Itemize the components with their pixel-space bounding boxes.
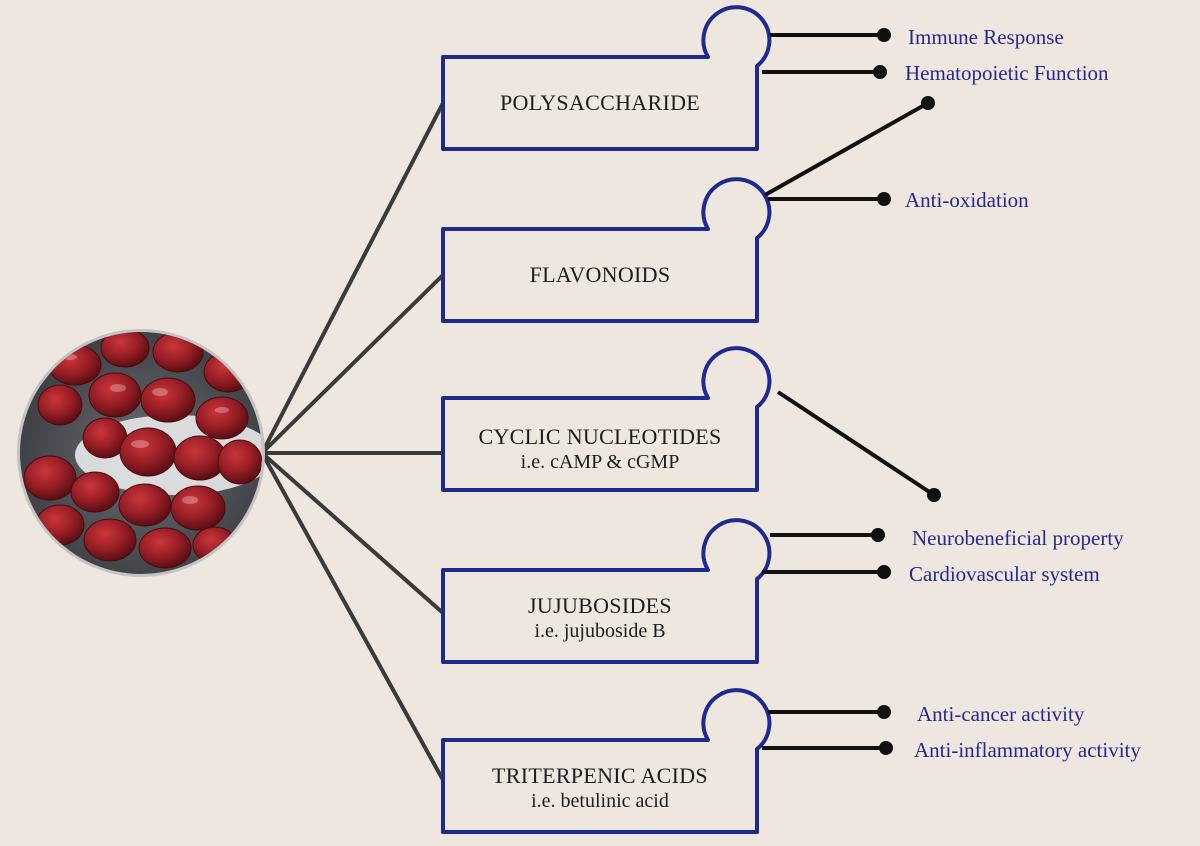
box-polysaccharide xyxy=(441,5,772,151)
box-title: CYCLIC NUCLEOTIDES xyxy=(478,424,722,449)
effect-line-flavonoids-2 xyxy=(764,101,929,197)
hub-connectors xyxy=(260,102,445,781)
effect-label-hematopoietic-function: Hematopoietic Function xyxy=(905,61,1109,85)
box-text-flavonoids: FLAVONOIDS xyxy=(445,262,755,288)
box-title: FLAVONOIDS xyxy=(529,262,671,287)
effect-label-neurobeneficial-property: Neurobeneficial property xyxy=(912,526,1124,550)
box-title: TRITERPENIC ACIDS xyxy=(492,763,708,788)
effect-dot-jujubosides-6 xyxy=(877,565,891,579)
effect-label-anti-cancer-activity: Anti-cancer activity xyxy=(917,702,1085,726)
effect-dot-cyclic-nucleotides-4 xyxy=(927,488,941,502)
effect-label-anti-inflammatory-activity: Anti-inflammatory activity xyxy=(914,738,1141,762)
effect-connectors xyxy=(762,28,941,755)
effect-label-anti-oxidation: Anti-oxidation xyxy=(905,188,1029,212)
box-subtitle: i.e. betulinic acid xyxy=(531,790,669,812)
jujube-photo xyxy=(17,329,265,577)
box-flavonoids xyxy=(441,177,772,323)
box-text-polysaccharide: POLYSACCHARIDE xyxy=(445,90,755,116)
effect-label-immune-response: Immune Response xyxy=(908,25,1064,49)
compound-boxes xyxy=(441,5,772,834)
box-text-jujubosides: JUJUBOSIDES i.e. jujuboside B xyxy=(445,593,755,643)
hub-line-flavonoids xyxy=(260,273,445,455)
box-text-triterpenic-acids: TRITERPENIC ACIDS i.e. betulinic acid xyxy=(445,763,755,813)
effect-line-cyclic-nucleotides-4 xyxy=(776,390,936,497)
effect-dot-flavonoids-3 xyxy=(877,192,891,206)
box-text-cyclic-nucleotides: CYCLIC NUCLEOTIDES i.e. cAMP & cGMP xyxy=(445,424,755,474)
effect-dot-polysaccharide-0 xyxy=(877,28,891,42)
hub-line-triterpenic-acids xyxy=(260,452,445,781)
effect-label-cardiovascular-system: Cardiovascular system xyxy=(909,562,1100,586)
effect-dot-triterpenic-acids-7 xyxy=(877,705,891,719)
box-cyclic-nucleotides xyxy=(441,346,772,492)
box-triterpenic-acids xyxy=(441,688,772,834)
box-title: JUJUBOSIDES xyxy=(528,593,672,618)
box-title: POLYSACCHARIDE xyxy=(499,90,701,115)
box-subtitle: i.e. jujuboside B xyxy=(534,620,666,642)
hub-line-jujubosides xyxy=(260,451,445,615)
effect-dot-jujubosides-5 xyxy=(871,528,885,542)
hub-line-polysaccharide xyxy=(260,102,445,454)
effect-dot-triterpenic-acids-8 xyxy=(879,741,893,755)
box-subtitle: i.e. cAMP & cGMP xyxy=(520,451,680,473)
effect-dot-flavonoids-2 xyxy=(921,96,935,110)
effect-dot-polysaccharide-1 xyxy=(873,65,887,79)
